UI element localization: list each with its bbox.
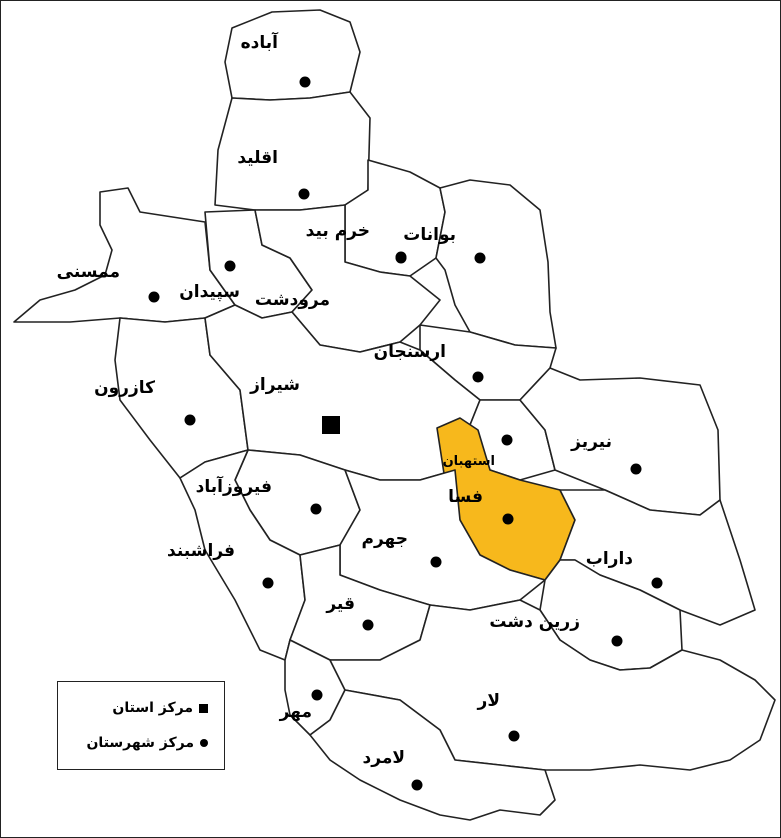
- county-center-marker-mohr: [311, 689, 323, 701]
- county-center-marker-arsanjan: [472, 371, 484, 383]
- county-label-qir: قیر: [325, 594, 355, 614]
- legend-province-center: مرکز استان: [58, 700, 224, 724]
- county-center-marker-lar: [508, 730, 520, 742]
- map-legend: مرکز استان مرکز شهرستان: [57, 681, 225, 770]
- county-label-zarrindasht: زرین دشت: [489, 612, 580, 632]
- county-center-marker-kazerun: [184, 414, 196, 426]
- county-label-mamasani: ممسنی: [57, 262, 120, 282]
- county-label-arsanjan: ارسنجان: [374, 342, 446, 362]
- square-marker-icon: [199, 703, 208, 713]
- county-abadeh: [224, 9, 361, 101]
- county-label-darab: داراب: [586, 549, 634, 569]
- county-center-marker-neyriz: [630, 463, 642, 475]
- legend-county-center-label: مرکز شهرستان: [86, 735, 194, 751]
- county-label-kazerun: کازرون: [94, 378, 155, 398]
- county-center-marker-marvdasht: [395, 252, 407, 264]
- county-center-marker-mamasani: [148, 291, 160, 303]
- county-center-marker-zarrindasht: [611, 635, 623, 647]
- county-center-marker-abadeh: [299, 76, 311, 88]
- county-marvdasht: [254, 204, 441, 353]
- county-label-estahban: استهبان: [443, 454, 495, 469]
- county-label-marvdasht: مرودشت: [255, 290, 330, 310]
- county-center-marker-estahban: [501, 434, 513, 446]
- county-center-marker-qir: [362, 619, 374, 631]
- county-label-firuzabad: فیروزآباد: [196, 475, 272, 497]
- county-label-bavanat: بوانات: [403, 225, 456, 245]
- county-center-marker-fasa: [502, 513, 514, 525]
- county-center-marker-sepidan: [224, 260, 236, 272]
- county-bavanat: [435, 179, 557, 349]
- county-center-marker-lamerd: [411, 779, 423, 791]
- county-label-fasa: فسا: [448, 487, 483, 507]
- county-center-marker-eqlid: [298, 188, 310, 200]
- county-label-abadeh: آباده: [241, 31, 280, 53]
- county-label-jahrom: جهرم: [361, 529, 408, 549]
- county-label-eqlid: اقلید: [237, 148, 278, 168]
- county-center-marker-farashband: [262, 577, 274, 589]
- county-label-lamerd: لامرد: [363, 748, 405, 768]
- county-label-farashband: فراشبند: [167, 541, 235, 561]
- county-label-khorrambid: خرم بید: [306, 221, 370, 241]
- county-center-marker-darab: [651, 577, 663, 589]
- county-center-marker-jahrom: [430, 556, 442, 568]
- county-label-neyriz: نیریز: [570, 432, 612, 452]
- county-lamerd: [309, 689, 556, 821]
- county-label-sepidan: سپیدان: [179, 282, 240, 302]
- county-label-shiraz: شیراز: [249, 375, 300, 395]
- county-label-lar: لار: [477, 691, 500, 711]
- county-center-marker-firuzabad: [310, 503, 322, 515]
- legend-province-center-label: مرکز استان: [112, 700, 193, 716]
- province-center-marker: [322, 416, 340, 434]
- county-label-mohr: مهر: [279, 702, 312, 722]
- circle-marker-icon: [200, 739, 208, 747]
- county-center-marker-bavanat: [474, 252, 486, 264]
- legend-county-center: مرکز شهرستان: [58, 735, 224, 759]
